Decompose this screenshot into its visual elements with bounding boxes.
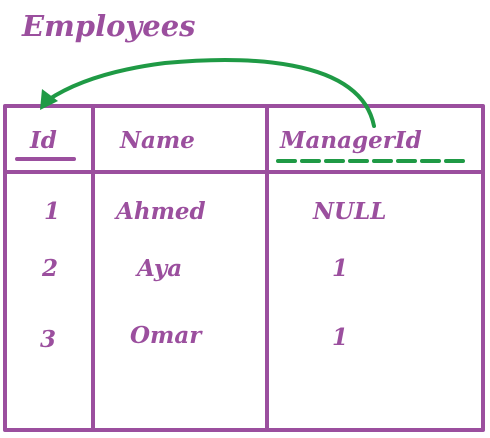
- cell-row3-id: 3: [40, 326, 56, 353]
- table-grid: [3, 104, 485, 432]
- cell-row2-id: 2: [41, 255, 58, 282]
- arrow-head-icon: [40, 89, 58, 110]
- cell-row1-name: Ahmed: [114, 198, 206, 225]
- cell-row1-manager-id: NULL: [312, 198, 386, 225]
- cell-row3-manager-id: 1: [332, 324, 348, 351]
- cell-row3-name: Omar: [130, 322, 203, 349]
- cell-row1-id: 1: [44, 198, 60, 225]
- foreign-key-arrow: [46, 58, 376, 128]
- cell-row2-manager-id: 1: [332, 255, 348, 282]
- table-border: [3, 104, 485, 432]
- table-title: Employees: [21, 9, 196, 43]
- column-header-manager-id: ManagerId: [279, 127, 422, 154]
- column-header-name: Name: [119, 127, 195, 154]
- cell-row2-name: Aya: [135, 255, 182, 282]
- column-header-id: Id: [29, 127, 57, 154]
